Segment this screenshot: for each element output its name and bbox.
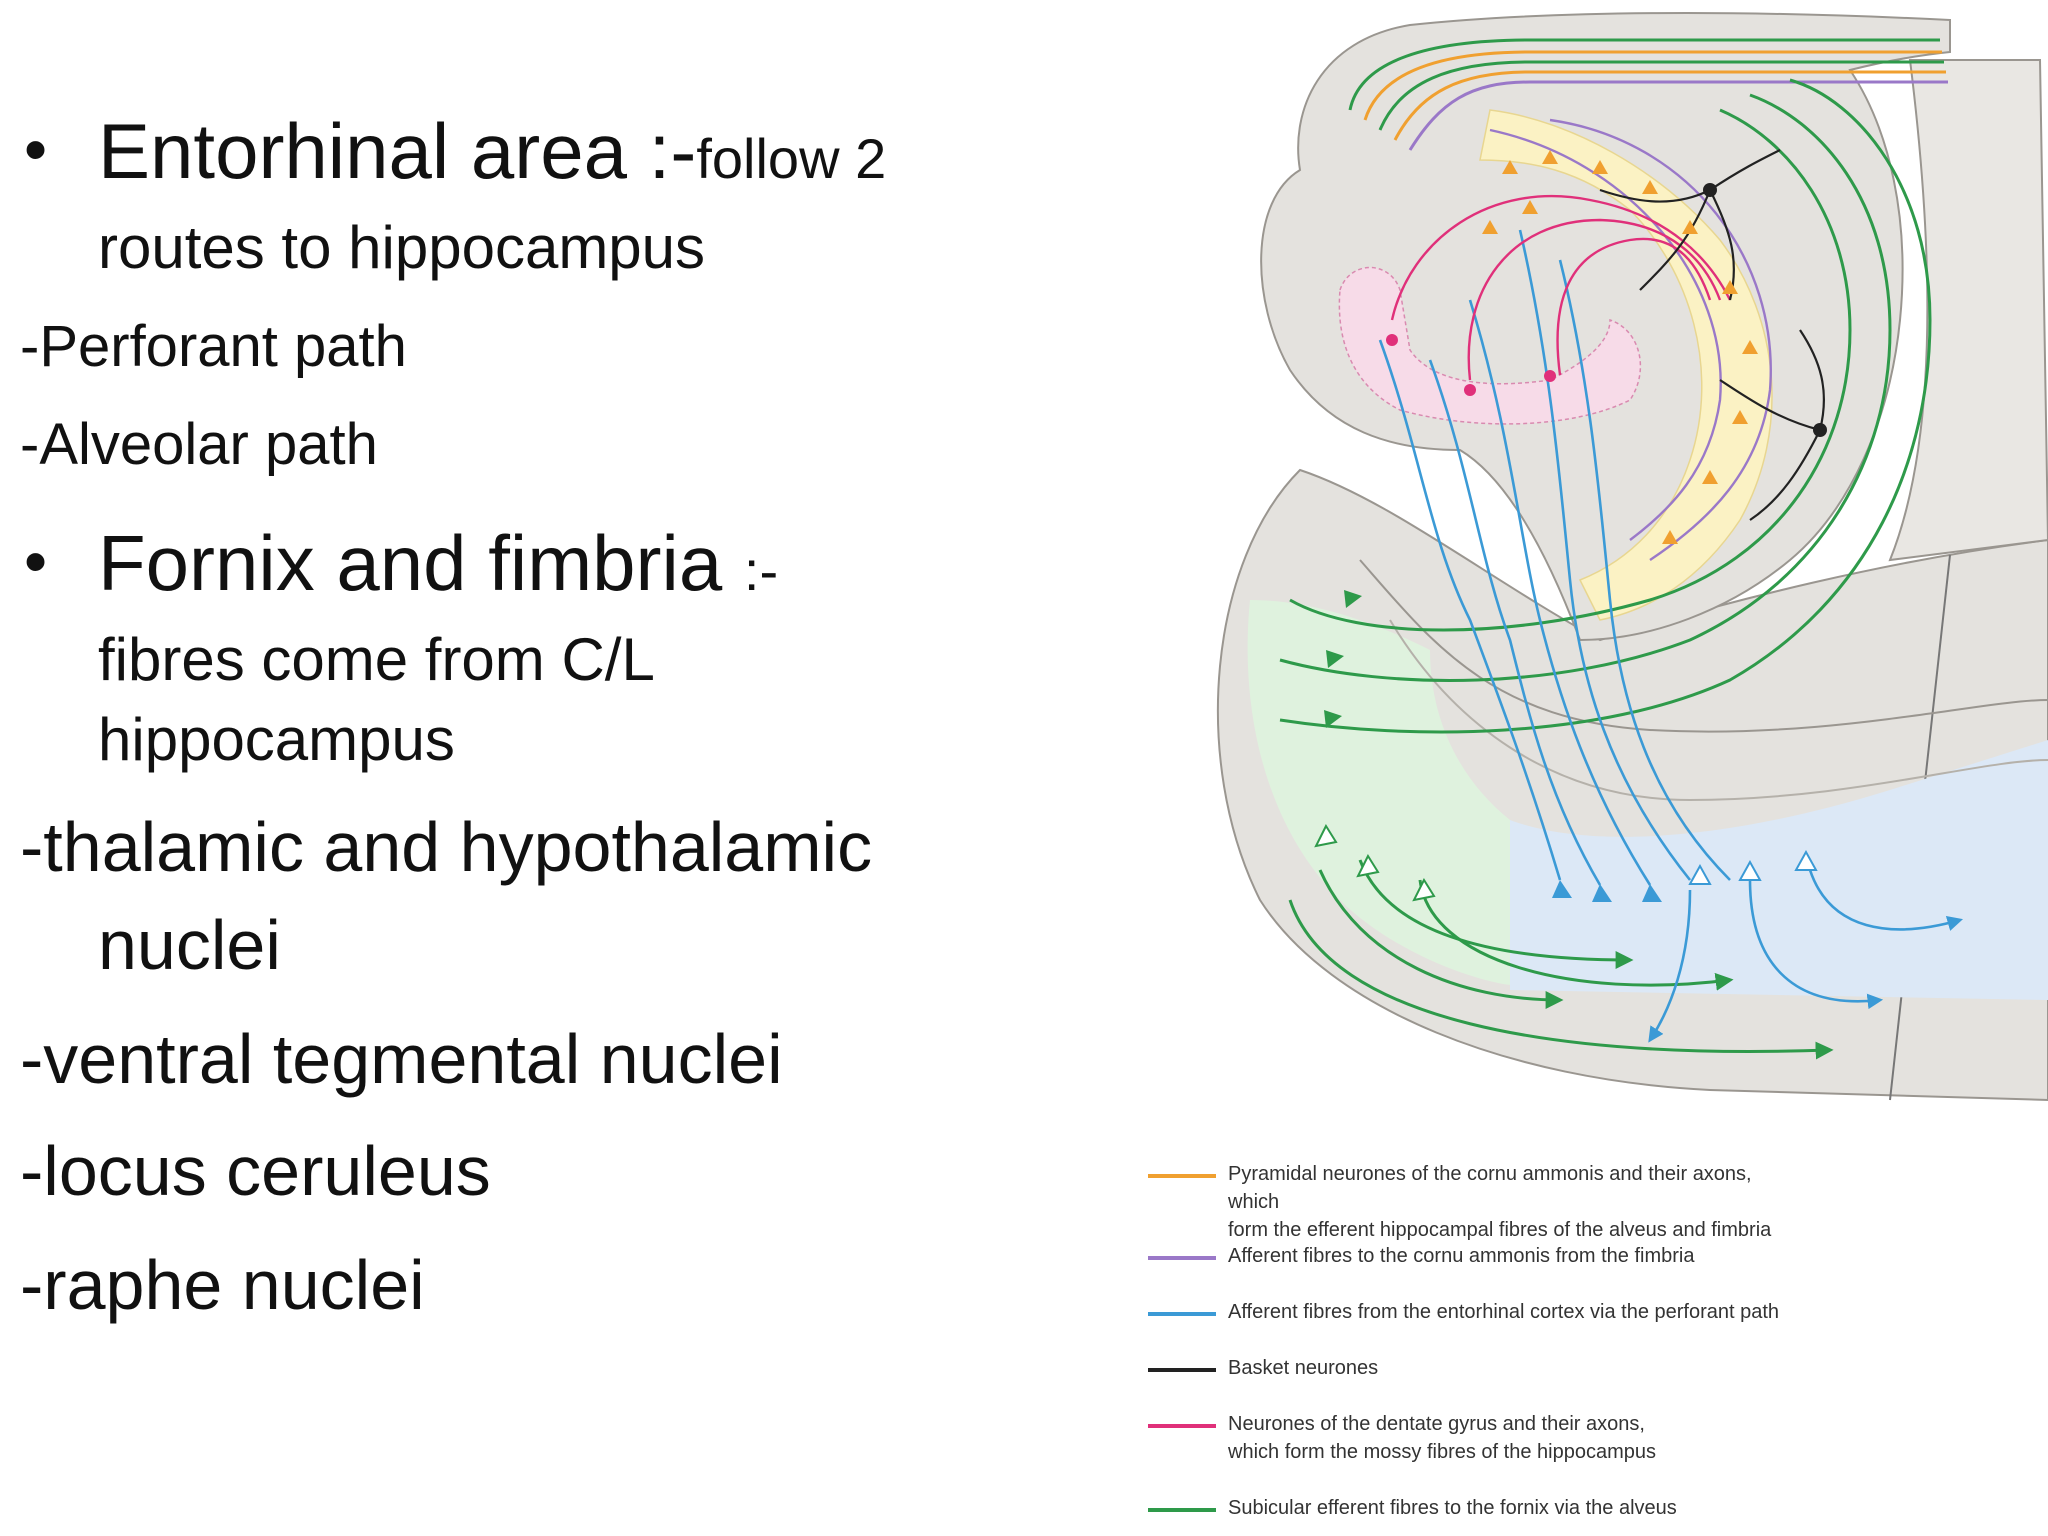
entorhinal-title-tail: follow 2 bbox=[696, 127, 887, 190]
hippocampus-diagram: Pyramidal neurones of the cornu ammonis … bbox=[1130, 0, 2048, 1536]
subiculum-region bbox=[1510, 740, 2048, 1000]
pyramidal-neurones bbox=[1482, 150, 1758, 544]
dentate-neurones bbox=[1386, 334, 1556, 396]
legend-swatch-black bbox=[1148, 1368, 1216, 1372]
legend-label: Pyramidal neurones of the cornu ammonis … bbox=[1228, 1163, 1772, 1241]
legend-swatch-pink bbox=[1148, 1424, 1216, 1428]
fornix-title-tail: :- bbox=[743, 539, 779, 602]
green-open-arrowheads bbox=[1314, 823, 1436, 902]
fimbria-bundle bbox=[1348, 38, 1948, 151]
legend-swatch-green bbox=[1148, 1508, 1216, 1512]
sub-thalamic-nuclei-cont: nuclei bbox=[98, 906, 281, 984]
legend-label: Afferent fibres to the cornu ammonis fro… bbox=[1228, 1245, 1695, 1267]
cornu-ammonis-region bbox=[1479, 109, 1773, 621]
bullet-entorhinal-heading: Entorhinal area :-follow 2 bbox=[98, 112, 886, 190]
sub-locus-ceruleus: -locus ceruleus bbox=[20, 1132, 491, 1210]
legend-label: Afferent fibres from the entorhinal cort… bbox=[1228, 1301, 1780, 1323]
sub-thalamic-nuclei: -thalamic and hypothalamic bbox=[20, 808, 873, 886]
fold-curve-outer bbox=[1359, 559, 2048, 733]
bullet-marker: • bbox=[24, 524, 48, 598]
legend-item: Afferent fibres from the entorhinal cort… bbox=[1148, 1298, 1779, 1326]
legend-swatch-orange bbox=[1148, 1174, 1216, 1178]
legend-swatch-purple bbox=[1148, 1256, 1216, 1260]
legend-item: Neurones of the dentate gyrus and their … bbox=[1148, 1410, 1656, 1466]
dentate-gyrus-region bbox=[1338, 266, 1642, 425]
sub-alveolar-path: -Alveolar path bbox=[20, 412, 378, 477]
cut-block bbox=[1888, 59, 2048, 562]
perforant-path-fibres bbox=[1378, 229, 1964, 1043]
fornix-line2: fibres come from C/L bbox=[98, 626, 655, 693]
legend-item: Afferent fibres to the cornu ammonis fro… bbox=[1148, 1242, 1695, 1270]
blue-open-arrowheads bbox=[1688, 849, 1818, 885]
legend-swatch-blue bbox=[1148, 1312, 1216, 1316]
basket-neurone-somata bbox=[1703, 183, 1827, 437]
fimbria-afferent-fibres bbox=[1489, 118, 1772, 561]
legend-item: Basket neurones bbox=[1148, 1354, 1378, 1382]
legend-label: Subicular efferent fibres to the fornix … bbox=[1228, 1497, 1677, 1519]
hippocampus-body bbox=[1260, 12, 1951, 642]
entorhinal-title: Entorhinal area :- bbox=[98, 107, 697, 195]
fold-curve-inner bbox=[1389, 619, 2048, 802]
legend-label: Basket neurones bbox=[1228, 1357, 1379, 1379]
fornix-line3: hippocampus bbox=[98, 706, 455, 773]
legend-item: Pyramidal neurones of the cornu ammonis … bbox=[1148, 1160, 1788, 1244]
fornix-title: Fornix and fimbria bbox=[98, 519, 744, 607]
blue-arrowheads bbox=[1552, 880, 1662, 902]
hippocampus-illustration bbox=[1216, 12, 2048, 1102]
basket-neurones bbox=[1599, 149, 1826, 521]
sub-raphe-nuclei: -raphe nuclei bbox=[20, 1246, 425, 1324]
bullet-marker: • bbox=[24, 112, 48, 186]
mossy-fibres bbox=[1390, 194, 1732, 381]
legend-item: Subicular efferent fibres to the fornix … bbox=[1148, 1494, 1677, 1522]
green-arrowheads bbox=[1324, 590, 1362, 728]
legend-label: Neurones of the dentate gyrus and their … bbox=[1228, 1413, 1656, 1463]
sub-perforant-path: -Perforant path bbox=[20, 314, 407, 379]
entorhinal-line2: routes to hippocampus bbox=[98, 214, 706, 281]
entorhinal-region bbox=[1247, 600, 1510, 985]
slide-text-panel: • Entorhinal area :-follow 2 routes to h… bbox=[20, 112, 886, 1324]
subicular-efferent-fibres bbox=[1279, 78, 1932, 1060]
bullet-fornix-heading: Fornix and fimbria :- bbox=[98, 524, 778, 602]
sub-ventral-tegmental: -ventral tegmental nuclei bbox=[20, 1020, 783, 1098]
